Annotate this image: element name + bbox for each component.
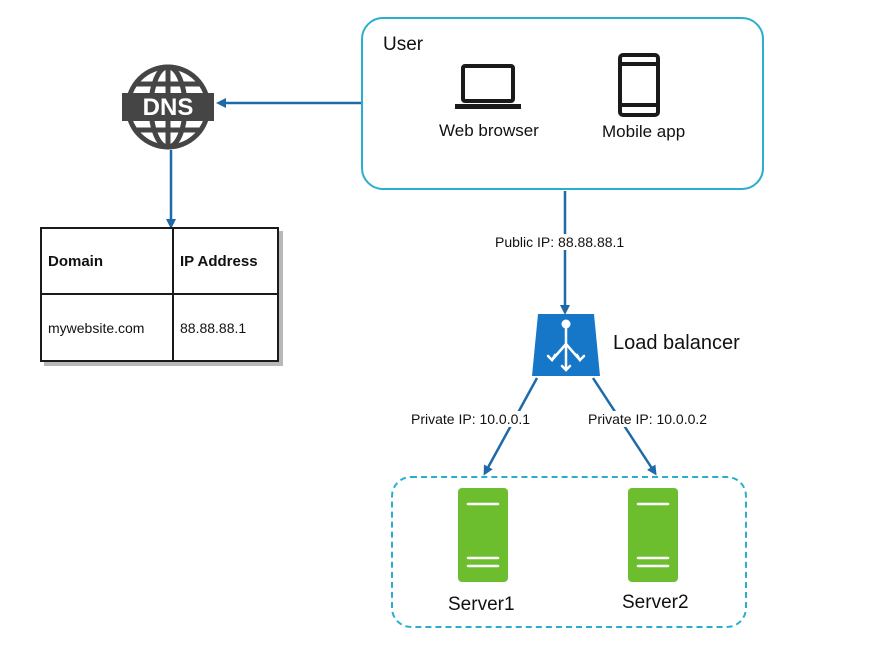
- server1-label: Server1: [448, 594, 515, 615]
- laptop-icon: [455, 64, 521, 109]
- server2-label: Server2: [622, 592, 689, 613]
- mobile-app-label: Mobile app: [602, 122, 686, 141]
- dns-icon-text: DNS: [143, 94, 194, 121]
- cell-ip-address: 88.88.88.1: [172, 293, 279, 362]
- column-header-ip-address: IP Address: [172, 227, 279, 295]
- private-ip-2-label: Private IP: 10.0.0.2: [588, 411, 708, 427]
- dns-globe-icon: DNS: [122, 64, 214, 150]
- table-row: mywebsite.com 88.88.88.1: [40, 293, 279, 362]
- load-balancer-icon: [532, 314, 600, 376]
- private-ip-1-label: Private IP: 10.0.0.1: [411, 411, 531, 427]
- table-header-row: Domain IP Address: [40, 227, 279, 295]
- web-browser-label: Web browser: [439, 121, 539, 140]
- cell-domain: mywebsite.com: [40, 293, 174, 362]
- column-header-domain: Domain: [40, 227, 174, 295]
- server-icon: [458, 488, 508, 582]
- dns-record-table: Domain IP Address mywebsite.com 88.88.88…: [40, 227, 279, 362]
- load-balancer-label: Load balancer: [613, 332, 740, 354]
- public-ip-label: Public IP: 88.88.88.1: [495, 234, 625, 250]
- server-group-box: [391, 476, 747, 628]
- mobile-phone-icon: [618, 53, 660, 117]
- server-icon: [628, 488, 678, 582]
- user-title: User: [383, 34, 424, 55]
- user-group-box: [361, 17, 764, 190]
